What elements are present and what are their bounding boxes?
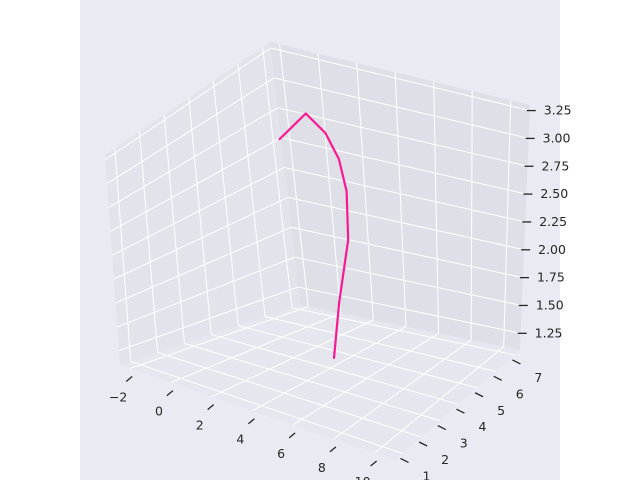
x-tick-label-3: 4	[236, 432, 244, 447]
grid-line-z-left-2	[115, 226, 292, 304]
x-tick-label-0: −2	[109, 390, 127, 405]
y-tick-mark-3	[456, 408, 465, 414]
y-tick-mark-5	[493, 375, 503, 381]
grid-line-z-left-7	[106, 77, 275, 185]
x-tick-mark-0	[125, 376, 133, 383]
x-tick-label-5: 8	[318, 460, 326, 475]
series-layer	[278, 112, 350, 359]
x-tick-mark-1	[166, 390, 174, 397]
grid-line-z-right-1	[294, 256, 522, 306]
grid-line-y-floor-4	[238, 325, 478, 389]
y-tick-label-2: 3	[460, 436, 468, 451]
grid-line-y-wall-0	[114, 148, 132, 362]
grid-line-x-wall-3	[394, 72, 407, 327]
grid-line-z-right-3	[287, 196, 525, 251]
x-tick-label-6: 10	[355, 474, 371, 480]
grid-line-z-left-1	[117, 256, 295, 328]
z-tick-label-1: 1.50	[536, 297, 564, 312]
grid-line-x-wall-1	[317, 53, 342, 314]
y-tick-mark-4	[474, 392, 484, 398]
x-tick-mark-2	[207, 404, 215, 411]
x-tick-label-1: 0	[155, 404, 163, 419]
grid-line-x-floor-5	[333, 339, 472, 440]
grid-line-x-wall-4	[433, 81, 440, 334]
grid-line-z-right-2	[291, 226, 524, 279]
z-tick-label-5: 2.50	[540, 186, 568, 201]
grid-line-y-floor-3	[211, 334, 459, 405]
grid-line-y-floor-1	[157, 351, 422, 438]
grid-line-x-floor-0	[130, 306, 309, 369]
z-tick-label-6: 2.75	[542, 158, 570, 173]
grid-line-x-wall-0	[279, 44, 309, 307]
grid-line-x-floor-2	[211, 319, 374, 398]
y-tick-label-0: 1	[422, 468, 430, 480]
x-tick-label-2: 2	[196, 418, 204, 433]
grid-line-z-left-8	[105, 47, 271, 161]
grid-line-x-floor-6	[374, 346, 505, 454]
y-tick-mark-6	[512, 359, 521, 365]
grid-line-z-right-4	[284, 167, 526, 223]
x-tick-mark-6	[370, 460, 378, 467]
grid-line-y-wall-2	[163, 114, 185, 344]
grid-line-z-right-8	[270, 47, 530, 112]
grid-line-y-wall-6	[262, 47, 293, 308]
grid-line-x-wall-2	[356, 62, 374, 321]
z-tick-label-4: 2.25	[539, 214, 567, 229]
floor-pane	[120, 305, 520, 460]
grid-line-y-wall-4	[212, 80, 239, 326]
grid-line-y-wall-1	[138, 131, 159, 353]
x-tick-mark-3	[247, 418, 255, 425]
z-tick-label-8: 3.25	[544, 103, 572, 118]
axis-ticks: −2024681012345671.251.501.752.002.252.50…	[109, 103, 572, 480]
grid-line-x-wall-5	[470, 90, 473, 341]
z-tick-label-0: 1.25	[535, 325, 563, 340]
y-tick-label-5: 6	[516, 386, 524, 401]
y-tick-mark-2	[437, 425, 447, 431]
y-tick-label-3: 4	[478, 419, 486, 434]
grid-line-z-right-6	[277, 107, 528, 167]
y-tick-mark-1	[418, 441, 428, 447]
grid-line-z-left-4	[111, 167, 285, 256]
grid-line-z-right-7	[273, 77, 529, 139]
y-tick-label-1: 2	[441, 452, 449, 467]
grid-line-x-floor-4	[292, 332, 439, 426]
x-tick-label-4: 6	[277, 446, 285, 461]
grid-line-z-right-0	[297, 286, 521, 334]
y-tick-mark-0	[400, 457, 409, 464]
grid-line-z-left-3	[113, 196, 288, 280]
grid-line-y-floor-2	[184, 343, 440, 422]
x-tick-mark-5	[329, 446, 337, 453]
grid-line-z-left-6	[108, 107, 278, 208]
grid-line-y-floor-6	[291, 307, 515, 356]
grid-line-x-wall-6	[503, 100, 512, 347]
grid-line-z-right-5	[280, 137, 527, 195]
grid-line-z-left-5	[110, 137, 282, 232]
z-tick-label-3: 2.00	[538, 242, 566, 257]
grid	[105, 44, 530, 454]
grid-line-y-wall-5	[237, 63, 266, 317]
grid-line-y-floor-5	[264, 316, 496, 372]
z-tick-label-7: 3.00	[543, 130, 571, 145]
grid-line-z-left-0	[118, 286, 299, 352]
series-line-0	[278, 112, 350, 359]
grid-line-y-floor-0	[130, 360, 403, 454]
y-tick-label-4: 5	[497, 403, 505, 418]
grid-line-x-floor-3	[252, 326, 407, 412]
y-tick-label-6: 7	[534, 370, 542, 385]
grid-line-x-floor-1	[170, 312, 341, 384]
z-tick-label-2: 1.75	[537, 270, 565, 285]
x-tick-mark-4	[288, 432, 296, 439]
grid-line-y-wall-3	[188, 97, 212, 335]
